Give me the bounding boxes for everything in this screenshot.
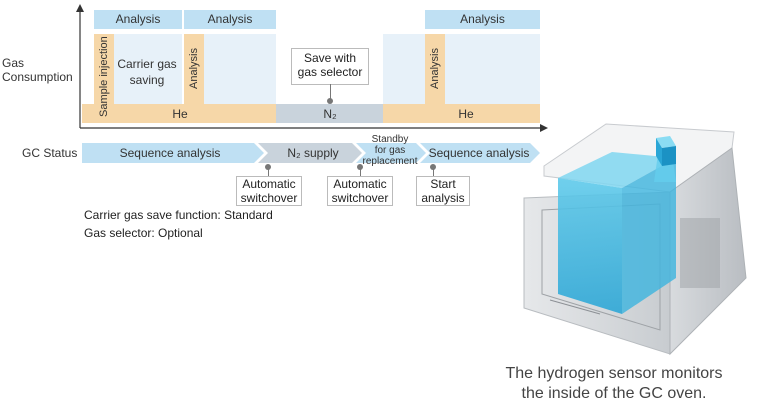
- y-axis-label: Gas Consumption: [2, 56, 73, 84]
- n2-supply-label: N₂ supply: [287, 146, 339, 160]
- note-dot-3: [430, 164, 436, 170]
- note-automatic-switchover-2: Automatic switchover: [327, 176, 393, 206]
- note-automatic-switchover-1: Automatic switchover: [236, 176, 302, 206]
- n2-label: N₂: [323, 106, 337, 121]
- standby-label: Standby for gas replacement: [362, 134, 418, 167]
- analysis-header-2: Analysis: [184, 10, 276, 29]
- gc-status-label: GC Status: [22, 146, 78, 160]
- arrow-n2-supply: [258, 143, 362, 163]
- note-stem-2: [360, 168, 361, 176]
- callout-stem: [330, 84, 331, 100]
- he-label-left: He: [172, 106, 188, 121]
- he-label-right: He: [458, 106, 474, 121]
- analysis-header-3: Analysis: [425, 10, 540, 29]
- gc-instrument-illustration: [523, 123, 747, 356]
- status-arrows: [82, 143, 540, 163]
- note-dot-2: [357, 164, 363, 170]
- sample-injection-label: Sample injection: [98, 36, 110, 118]
- note-stem-3: [433, 168, 434, 176]
- arrow-seq-analysis-1: [82, 143, 264, 163]
- he-band-left: [82, 104, 276, 123]
- analysis-bar-1: Analysis: [184, 34, 204, 104]
- oven-volume-side: [622, 158, 676, 314]
- arrow-seq-analysis-2: [420, 143, 540, 163]
- note-stem-1: [268, 168, 269, 176]
- y-axis-arrowhead: [76, 4, 84, 12]
- analysis-vertical-label-2: Analysis: [429, 48, 441, 90]
- he-band-right: [383, 104, 540, 123]
- arrow-standby: [356, 143, 426, 163]
- sensor-caption: The hydrogen sensor monitors the inside …: [505, 365, 723, 402]
- x-axis-arrowhead: [540, 124, 548, 132]
- callout-dot: [327, 98, 333, 104]
- seq-analysis-label-2: Sequence analysis: [428, 146, 530, 160]
- analysis-header-1: Analysis: [94, 10, 182, 29]
- oven-volume-front: [558, 178, 622, 314]
- save-gas-selector-callout: Save with gas selector: [291, 48, 369, 85]
- carrier-gas-save-note: Carrier gas save function: Standard: [84, 208, 273, 222]
- note-dot-1: [265, 164, 271, 170]
- analysis-bar-2: Analysis: [425, 34, 445, 104]
- gc-control-panel: [680, 218, 720, 288]
- seq-analysis-label-1: Sequence analysis: [119, 146, 221, 160]
- gas-selector-note: Gas selector: Optional: [84, 226, 203, 240]
- n2-band: [276, 104, 383, 123]
- note-start-analysis: Start analysis: [416, 176, 470, 206]
- chart-axes: [76, 4, 548, 132]
- oven-volume-top: [558, 152, 676, 188]
- hydrogen-sensor-icon: [656, 136, 676, 148]
- analysis-zone-3: [383, 34, 540, 106]
- analysis-vertical-label-1: Analysis: [188, 48, 200, 90]
- carrier-gas-saving-label: Carrier gas saving: [117, 57, 177, 87]
- sample-injection-bar: Sample injection: [94, 34, 114, 120]
